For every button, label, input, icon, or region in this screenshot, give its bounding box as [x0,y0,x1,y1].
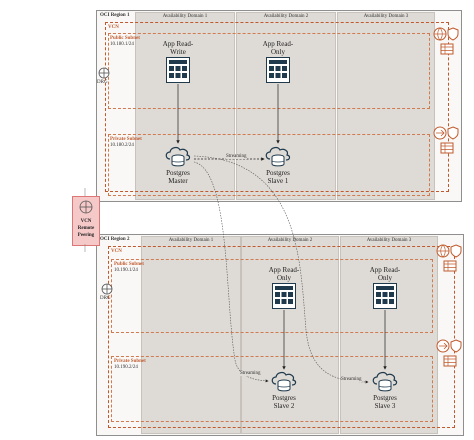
security-list-icon [450,244,462,258]
private-subnet-cidr: 10.190.2/24 [114,365,138,370]
drg-icon [101,282,113,295]
security-list-icon [447,126,459,140]
db-slave2-label-2: Slave 2 [273,402,295,410]
database-icon [270,370,298,392]
app-server-icon [166,57,190,83]
route-table-icon [443,354,457,367]
region-1-availability-domain-3: Availability Domain 3 [337,12,435,200]
streaming-label: Streaming [226,154,247,159]
peering-label-1: VCN [80,219,92,224]
route-table-icon [443,259,457,272]
private-subnet-label: Private Subnet [110,137,142,142]
app-rw-label-1: App Read- [162,40,194,48]
app-server-icon [272,283,296,309]
nat-gateway-icon [433,126,447,140]
ad-title: Availability Domain 2 [267,238,313,243]
region-2-availability-domain-1: Availability Domain 1 [141,236,241,434]
region-2-title: OCI Region 2 [100,237,130,242]
streaming-label: Streaming [341,377,362,382]
db-master-label-1: Postgres [166,169,190,177]
internet-gateway-icon [433,27,447,41]
database-icon [264,145,292,167]
app-ro3-label-1: App Read- [369,266,401,274]
region-2-availability-domain-2: Availability Domain 2 [241,236,339,434]
region-1-availability-domain-2: Availability Domain 2 [236,12,336,200]
app-ro3-label-2: Only [378,274,392,282]
app-ro2-label-1: App Read- [268,266,300,274]
db-slave3-label-2: Slave 3 [374,402,396,410]
ad-title: Availability Domain 2 [263,14,309,19]
db-slave3-label-1: Postgres [373,394,397,402]
app-server-icon [373,283,397,309]
db-master-label-2: Master [168,177,188,185]
db-slave2-label-1: Postgres [272,394,296,402]
region-2-private-subnet [111,356,433,422]
peering-label-2: Remote [77,226,95,231]
database-icon [164,145,192,167]
vcn-label: VCN [111,249,122,254]
peering-icon [79,200,93,214]
database-icon [371,370,399,392]
drg-label: DRG [100,296,111,301]
region-1-availability-domain-1: Availability Domain 1 [135,12,235,200]
security-list-icon [447,27,459,41]
nat-gateway-icon [436,339,450,353]
public-subnet-cidr: 10.180.1/24 [110,42,134,47]
internet-gateway-icon [436,244,450,258]
route-table-icon [440,141,454,154]
app-ro1-label-1: App Read- [262,40,294,48]
vcn-label: VCN [108,25,119,30]
peering-label-3: Peering [77,233,95,238]
app-server-icon [266,57,290,83]
public-subnet-label: Public Subnet [114,262,144,267]
ad-title: Availability Domain 1 [168,238,214,243]
region-2-vcn: VCN [108,246,455,428]
region-2-availability-domain-3: Availability Domain 3 [340,236,438,434]
ad-title: Availability Domain 3 [363,14,409,19]
streaming-label: Streaming [240,371,261,376]
private-subnet-label: Private Subnet [114,359,146,364]
private-subnet-cidr: 10.180.2/24 [110,143,134,148]
ad-title: Availability Domain 1 [162,14,208,19]
security-list-icon [450,339,462,353]
region-1-private-subnet [108,134,430,196]
region-2-public-subnet [111,259,433,333]
app-ro2-label-2: Only [277,274,291,282]
drg-label: DRG [97,80,108,85]
region-1-vcn: VCN [105,22,449,192]
route-table-icon [440,42,454,55]
app-rw-label-2: Write [170,48,186,56]
region-1-title: OCI Region 1 [100,13,130,18]
public-subnet-label: Public Subnet [110,36,140,41]
drg-icon [98,66,110,79]
app-ro1-label-2: Only [271,48,285,56]
vcn-remote-peering: VCN Remote Peering [72,196,100,246]
db-slave1-label-1: Postgres [266,169,290,177]
public-subnet-cidr: 10.190.1/24 [114,268,138,273]
db-slave1-label-2: Slave 1 [267,177,289,185]
ad-title: Availability Domain 3 [366,238,412,243]
